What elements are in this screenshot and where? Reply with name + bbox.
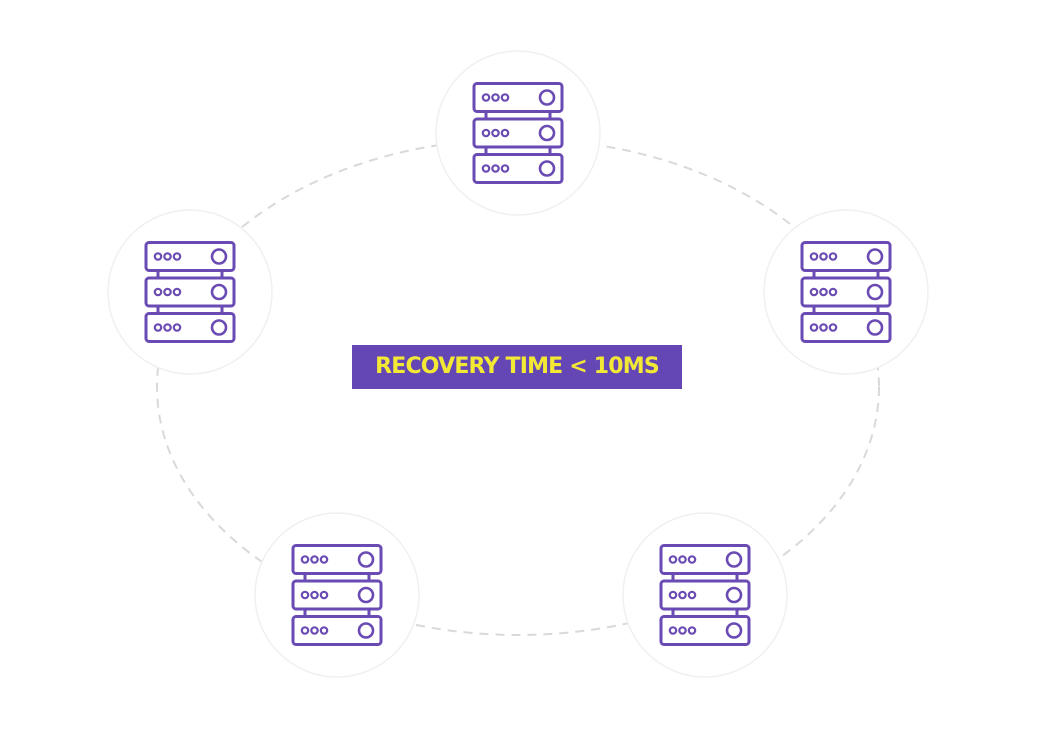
status-light: [819, 287, 828, 297]
status-light: [678, 590, 687, 600]
status-light: [481, 164, 491, 173]
status-light: [809, 323, 819, 332]
power-button: [357, 586, 375, 604]
status-light: [491, 93, 500, 102]
rack-unit: [144, 312, 236, 343]
rack-unit: [144, 241, 236, 272]
status-light: [828, 287, 838, 297]
status-light: [163, 252, 172, 261]
status-light: [491, 128, 500, 138]
status-light: [481, 128, 491, 138]
server-node-bottom-right: [622, 512, 788, 678]
status-light: [819, 252, 828, 261]
rack-unit: [291, 615, 383, 646]
status-light: [300, 590, 310, 600]
server-rack-icon: [659, 544, 751, 646]
server-rack-icon: [472, 82, 564, 184]
power-button: [210, 283, 228, 301]
status-light: [687, 590, 697, 600]
status-light: [500, 93, 510, 102]
power-button: [725, 586, 743, 604]
status-light: [319, 555, 329, 564]
status-light: [172, 287, 182, 297]
status-light: [153, 287, 163, 297]
power-button: [866, 248, 884, 265]
server-node-left: [107, 209, 273, 375]
status-light: [828, 252, 838, 261]
status-light: [678, 626, 687, 635]
status-light: [319, 626, 329, 635]
power-button: [210, 319, 228, 336]
status-light: [491, 164, 500, 173]
power-button: [538, 89, 556, 106]
power-button: [725, 622, 743, 639]
power-button: [357, 622, 375, 639]
rack-unit: [800, 241, 892, 272]
status-light: [500, 128, 510, 138]
status-light: [163, 287, 172, 297]
rack-unit: [659, 579, 751, 611]
rack-unit: [659, 544, 751, 575]
server-rack-icon: [800, 241, 892, 343]
rack-unit: [659, 615, 751, 646]
status-light: [500, 164, 510, 173]
status-light: [481, 93, 491, 102]
status-light: [828, 323, 838, 332]
status-light: [163, 323, 172, 332]
rack-unit: [291, 544, 383, 575]
status-light: [687, 555, 697, 564]
status-light: [319, 590, 329, 600]
status-light: [678, 555, 687, 564]
status-light: [310, 590, 319, 600]
server-rack-icon: [291, 544, 383, 646]
status-light: [300, 555, 310, 564]
status-light: [153, 323, 163, 332]
status-light: [172, 323, 182, 332]
server-node-top: [435, 50, 601, 216]
rack-unit: [800, 312, 892, 343]
power-button: [725, 551, 743, 568]
server-nodes: [107, 50, 929, 678]
rack-unit: [800, 276, 892, 308]
power-button: [866, 319, 884, 336]
status-light: [310, 555, 319, 564]
rack-unit: [472, 153, 564, 184]
status-light: [153, 252, 163, 261]
status-light: [687, 626, 697, 635]
rack-unit: [472, 117, 564, 149]
power-button: [210, 248, 228, 265]
power-button: [538, 124, 556, 142]
power-button: [866, 283, 884, 301]
server-rack-icon: [144, 241, 236, 343]
server-node-right: [763, 209, 929, 375]
power-button: [538, 160, 556, 177]
status-light: [668, 590, 678, 600]
power-button: [357, 551, 375, 568]
rack-unit: [472, 82, 564, 113]
status-light: [172, 252, 182, 261]
rack-unit: [144, 276, 236, 308]
recovery-time-label: RECOVERY TIME < 10MS: [352, 345, 682, 389]
status-light: [809, 252, 819, 261]
status-light: [310, 626, 319, 635]
status-light: [300, 626, 310, 635]
status-light: [819, 323, 828, 332]
server-node-bottom-left: [254, 512, 420, 678]
rack-unit: [291, 579, 383, 611]
status-light: [668, 555, 678, 564]
status-light: [668, 626, 678, 635]
status-light: [809, 287, 819, 297]
